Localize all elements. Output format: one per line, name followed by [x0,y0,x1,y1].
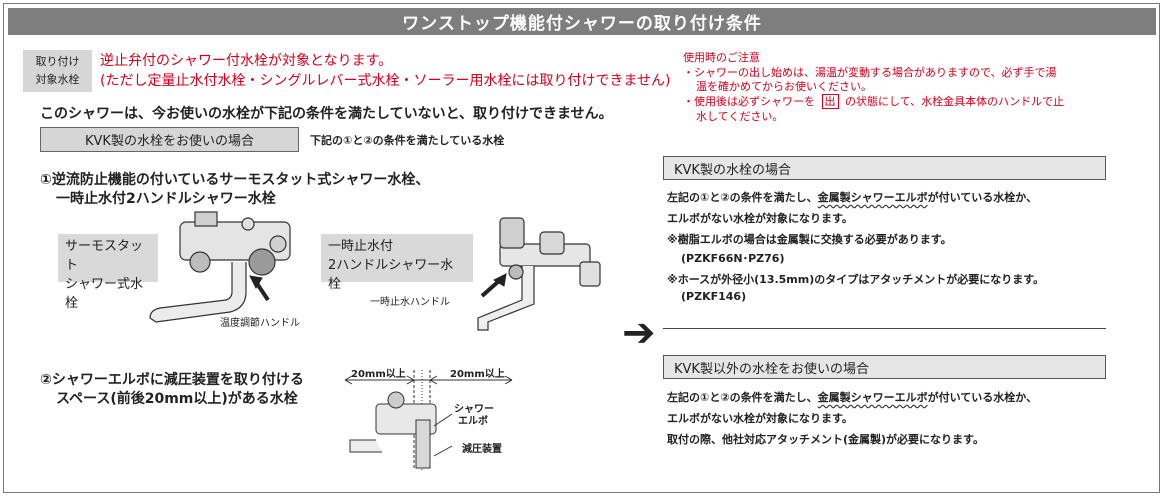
condition1-line1: ①逆流防止機能の付いているサーモスタット式シャワー水栓、 [40,172,430,188]
target-text-line1: 逆止弁付のシャワー付水栓が対象となります。 [100,53,393,69]
caution-line3-a: ・使用後は必ずシャワーを [683,95,815,108]
kvk-box-note: 下記の①と②の条件を満たしている水栓 [310,134,505,147]
kvk-line5: ※ホースが外径小(13.5mm)のタイプはアタッチメントが必要になります。 [667,273,1045,286]
target-text-line2: (ただし定量止水付水栓・シングルレバー式水栓・ソーラー用水栓には取り付けできませ… [100,73,671,89]
other-line1-b: が付いている水栓か、 [927,391,1038,404]
kvk-line6: (PZKF146) [681,290,747,303]
other-line1-a: 左記の①と②の条件を満たし、 [667,391,818,404]
two-handle-faucet-illustration [477,217,601,331]
arrow-right-icon: ➔ [622,310,656,356]
other-line1: 左記の①と②の条件を満たし、金属製シャワーエルボが付いている水栓か、 [667,389,1037,405]
condition2-line1: ②シャワーエルボに減圧装置を取り付ける [40,372,304,388]
elbow-label-line2: エルボ [458,416,488,427]
kvk-line3: ※樹脂エルボの場合は金属製に交換する必要があります。 [667,233,952,246]
elbow-label-line1: シャワー [454,404,494,415]
kvk-faucet-box: KVK製の水栓をお使いの場合 [40,127,299,152]
target-label-line2: 対象水栓 [35,73,80,86]
page-frame [3,3,1160,493]
kvk-line1-underlined: 金属製シャワーエルボ [817,191,928,204]
thermostat-faucet-tag: サーモスタット シャワー式水栓 [58,234,158,311]
caution-line4: 水してください。 [696,110,784,123]
dim-left-label: 20mm以上 [351,369,406,380]
dim-right-label: 20mm以上 [450,369,505,380]
thermostat-tag-line1: サーモスタット [65,239,144,273]
other-section-heading: KVK製以外の水栓をお使いの場合 [663,355,1106,379]
stop-tag-line1: 一時止水付 [328,239,394,254]
condition2-line2: スペース(前後20mm以上)がある水栓 [56,391,298,407]
caution-title: 使用時のご注意 [683,51,760,64]
reducer-diagram [344,370,513,470]
kvk-line1-a: 左記の①と②の条件を満たし、 [667,191,818,204]
section-divider [663,328,1106,329]
other-line2: エルボがない水栓が対象になります。 [667,412,853,425]
stop-handle-label: 一時止水ハンドル [370,297,450,308]
temp-handle-label: 温度調節ハンドル [220,318,300,329]
kvk-line1: 左記の①と②の条件を満たし、金属製シャワーエルボが付いている水栓か、 [667,189,1037,205]
page-title: ワンストップ機能付シャワーの取り付け条件 [8,8,1156,35]
stop-faucet-tag: 一時止水付 2ハンドルシャワー水栓 [321,234,473,292]
target-label-line1: 取り付け [35,55,80,68]
target-label: 取り付け 対象水栓 [23,50,92,92]
other-line3: 取付の際、他社対応アタッチメント(金属製)が必要になります。 [667,433,984,446]
kvk-section-heading: KVK製の水栓の場合 [663,156,1106,180]
caution-line2: 温を確かめてからお使いください。 [696,80,872,93]
reducer-label: 減圧装置 [462,444,502,455]
caution-out-box: 出 [821,94,839,109]
kvk-line4: (PZKF66N･PZ76) [681,252,785,265]
thermostat-faucet-illustration [149,211,291,323]
main-condition: このシャワーは、今お使いの水栓が下記の条件を満たしていないと、取り付けできません… [40,106,613,122]
stop-handle-arrow [480,273,507,298]
condition1-line2: 一時止水付2ハンドルシャワー水栓 [56,191,276,207]
caution-line3-b: の状態にして、水栓金具本体のハンドルで止 [845,95,1065,108]
other-line1-underlined: 金属製シャワーエルボ [817,391,928,404]
thermostat-tag-line2: シャワー式水栓 [65,277,144,311]
kvk-line2: エルボがない水栓が対象になります。 [667,212,853,225]
stop-tag-line2: 2ハンドルシャワー水栓 [328,258,454,292]
caution-line3: ・使用後は必ずシャワーを 出 の状態にして、水栓金具本体のハンドルで止 [683,94,1065,109]
kvk-line1-b: が付いている水栓か、 [927,191,1038,204]
temp-handle-arrow [249,275,270,302]
elbow-label: シャワー エルボ [454,404,494,428]
caution-line1: ・シャワーの出し始めは、湯温が変動する場合がありますので、必ず手で湯 [683,66,1057,79]
